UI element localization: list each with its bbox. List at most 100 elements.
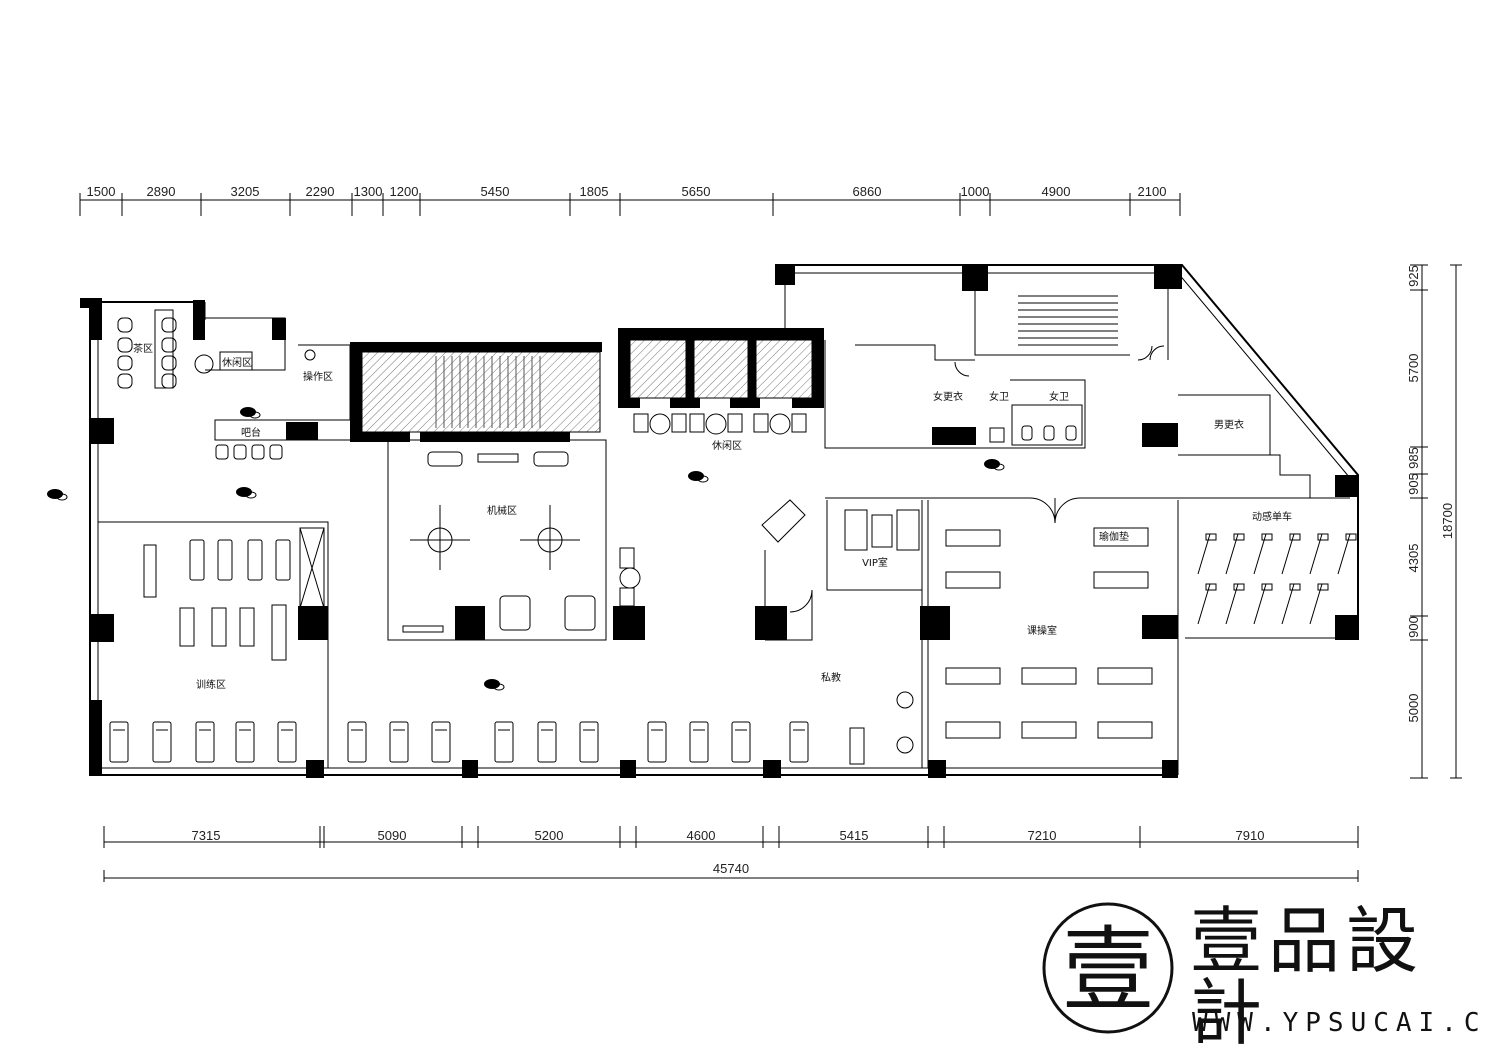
spin-bike: [1225, 533, 1239, 575]
dim-top-10: 1000: [961, 184, 990, 199]
toilet-stalls: [1011, 404, 1083, 446]
lounge-chair: [619, 547, 635, 569]
lounge-chair: [671, 413, 687, 433]
lounge-seats: [619, 413, 807, 607]
dim-bottom-2: 5200: [535, 828, 564, 843]
stair-and-lift-shafts: [361, 295, 1118, 433]
treadmill: [789, 721, 809, 763]
treadmill: [494, 721, 514, 763]
top-dimension-chain: [79, 193, 1181, 216]
toilet: [1021, 425, 1033, 441]
private-training-equipment: [849, 691, 914, 765]
label-training-area: 训练区: [196, 678, 226, 691]
dim-bottom-total: 45740: [713, 861, 749, 876]
spin-bike: [1281, 533, 1295, 575]
machine-top: [427, 451, 463, 467]
class-mat: [945, 529, 1001, 547]
person-figure-arm: [493, 683, 505, 691]
spin-bike-seat: [1233, 583, 1245, 591]
chair: [117, 355, 133, 371]
dim-right-3: 905: [1406, 473, 1421, 495]
label-lounge-small: 休闲区: [222, 356, 252, 369]
class-mat: [945, 721, 1001, 739]
toilet: [1065, 425, 1077, 441]
spin-bike-seat: [1205, 583, 1217, 591]
label-spin-room: 动感单车: [1252, 510, 1292, 523]
elliptical: [217, 539, 233, 581]
room-labels: 茶区 休闲区 操作区 吧台 休闲区 机械区 训练区 女更衣 女卫 女卫 男更衣 …: [133, 342, 1292, 691]
spin-bikes: [1197, 533, 1357, 625]
chair: [117, 337, 133, 353]
lounge-table: [769, 413, 791, 435]
weight-machine: [211, 607, 227, 647]
class-mat: [1021, 721, 1077, 739]
rack-cross: [299, 527, 325, 609]
vip-furniture: [844, 509, 920, 551]
chair: [117, 373, 133, 389]
label-women-wc-2: 女卫: [1049, 390, 1069, 403]
chair: [161, 373, 177, 389]
lounge-table: [619, 567, 641, 589]
leg-press: [564, 595, 596, 631]
class-mat: [1097, 721, 1153, 739]
spin-bike-seat: [1261, 583, 1273, 591]
lounge-chair: [633, 413, 649, 433]
dim-bottom-6: 7910: [1236, 828, 1265, 843]
sink: [989, 427, 1005, 443]
elliptical: [247, 539, 263, 581]
logo-mark-glyph: 壹: [1062, 917, 1154, 1024]
treadmill: [109, 721, 129, 763]
dim-bottom-4: 5415: [840, 828, 869, 843]
label-operation-area: 操作区: [303, 370, 333, 383]
treadmills: [109, 721, 809, 763]
training-equipment: [143, 527, 325, 661]
person-figure: [236, 487, 252, 497]
class-mat: [1093, 571, 1149, 589]
spin-bike: [1253, 583, 1267, 625]
class-mat: [945, 571, 1001, 589]
spin-bike-seat: [1261, 533, 1273, 541]
dim-top-8: 5650: [682, 184, 711, 199]
spin-bike: [1281, 583, 1295, 625]
dim-top-3: 2290: [306, 184, 335, 199]
person-figure: [484, 679, 500, 689]
dumbbell-rack: [271, 604, 287, 661]
lounge-chair: [753, 413, 769, 433]
chair: [161, 355, 177, 371]
toilet: [1043, 425, 1055, 441]
person-figure: [688, 471, 704, 481]
label-men-changing: 男更衣: [1214, 418, 1244, 431]
treadmill: [579, 721, 599, 763]
class-mat: [1021, 667, 1077, 685]
treadmill: [235, 721, 255, 763]
logo-wordmark: 壹品設計: [1190, 899, 1425, 1055]
rack: [299, 527, 325, 609]
label-women-wc-1: 女卫: [989, 390, 1009, 403]
label-machine-area: 机械区: [487, 504, 517, 517]
bar-stool: [215, 444, 229, 460]
dim-right-0: 925: [1406, 265, 1421, 287]
weight-machine: [239, 607, 255, 647]
person-figure-arm: [697, 475, 709, 483]
class-mat: [945, 667, 1001, 685]
barbell-rack: [477, 453, 519, 463]
elliptical: [189, 539, 205, 581]
machine-equipment: [402, 451, 596, 633]
spin-bike: [1337, 533, 1351, 575]
dim-bottom-1: 5090: [378, 828, 407, 843]
label-bar: 吧台: [241, 426, 261, 439]
barbell: [402, 625, 444, 633]
treadmill: [731, 721, 751, 763]
spin-bike-seat: [1233, 533, 1245, 541]
treadmill: [389, 721, 409, 763]
dim-bottom-3: 4600: [687, 828, 716, 843]
spin-bike-seat: [1205, 533, 1217, 541]
dim-bottom-5: 7210: [1028, 828, 1057, 843]
treadmill: [152, 721, 172, 763]
label-lounge: 休闲区: [712, 439, 742, 452]
treadmill: [347, 721, 367, 763]
label-yoga-mat: 瑜伽垫: [1099, 530, 1129, 543]
structural-columns: [80, 265, 1358, 778]
person-figure-arm: [245, 491, 257, 499]
